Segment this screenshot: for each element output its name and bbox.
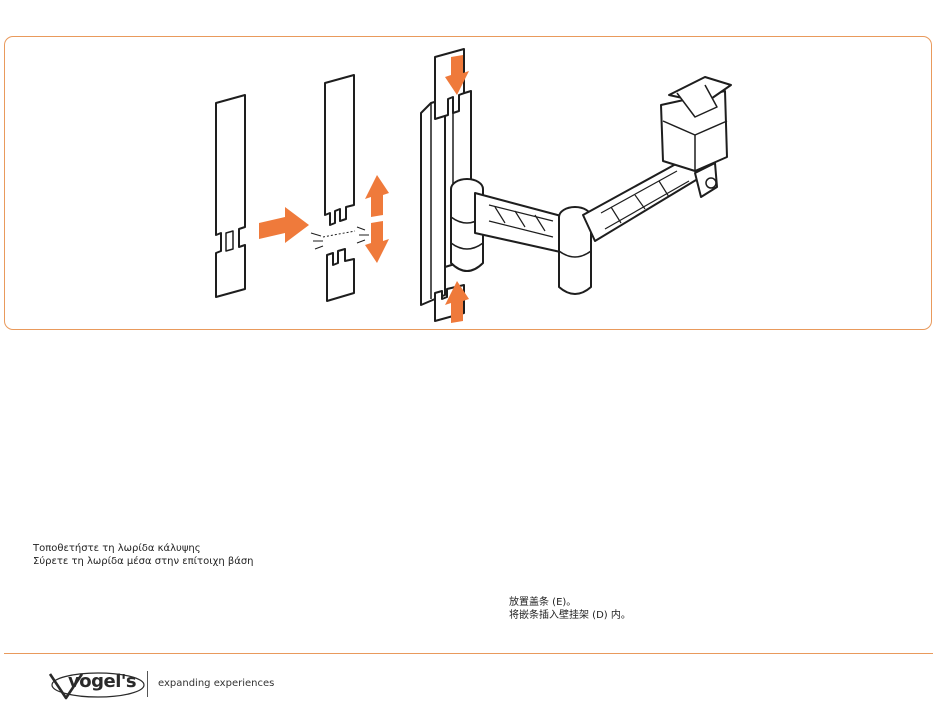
greek-instructions: Τοποθετήστε τη λωρίδα κάλυψης Σύρετε τη …	[33, 542, 254, 568]
brand-tagline: expanding experiences	[158, 678, 274, 689]
instruction-line: Σύρετε τη λωρίδα μέσα στην επίτοιχη βάση	[33, 555, 254, 568]
brand-name: vogel's	[68, 671, 136, 692]
instruction-line: 将嵌条插入壁挂架 (D) 内。	[509, 609, 631, 622]
cover-strip-bottom-part	[327, 249, 354, 301]
instruction-line: Τοποθετήστε τη λωρίδα κάλυψης	[33, 542, 254, 555]
cover-strip-top-part	[325, 75, 354, 225]
articulating-arm	[451, 159, 701, 294]
assembly-illustration	[5, 37, 933, 331]
break-marks	[311, 227, 369, 249]
footer-divider	[4, 653, 933, 654]
arrow-up-icon	[365, 175, 389, 217]
illustration-frame	[4, 36, 932, 330]
chinese-instructions: 放置盖条 (E)。 将嵌条插入壁挂架 (D) 内。	[509, 596, 631, 622]
instruction-line: 放置盖条 (E)。	[509, 596, 631, 609]
logo-divider	[147, 671, 148, 697]
arrow-right-icon	[259, 207, 309, 243]
footer: vogel's expanding experiences	[48, 668, 308, 702]
arrow-down-icon	[365, 221, 389, 263]
cover-strip-intact	[216, 95, 245, 297]
